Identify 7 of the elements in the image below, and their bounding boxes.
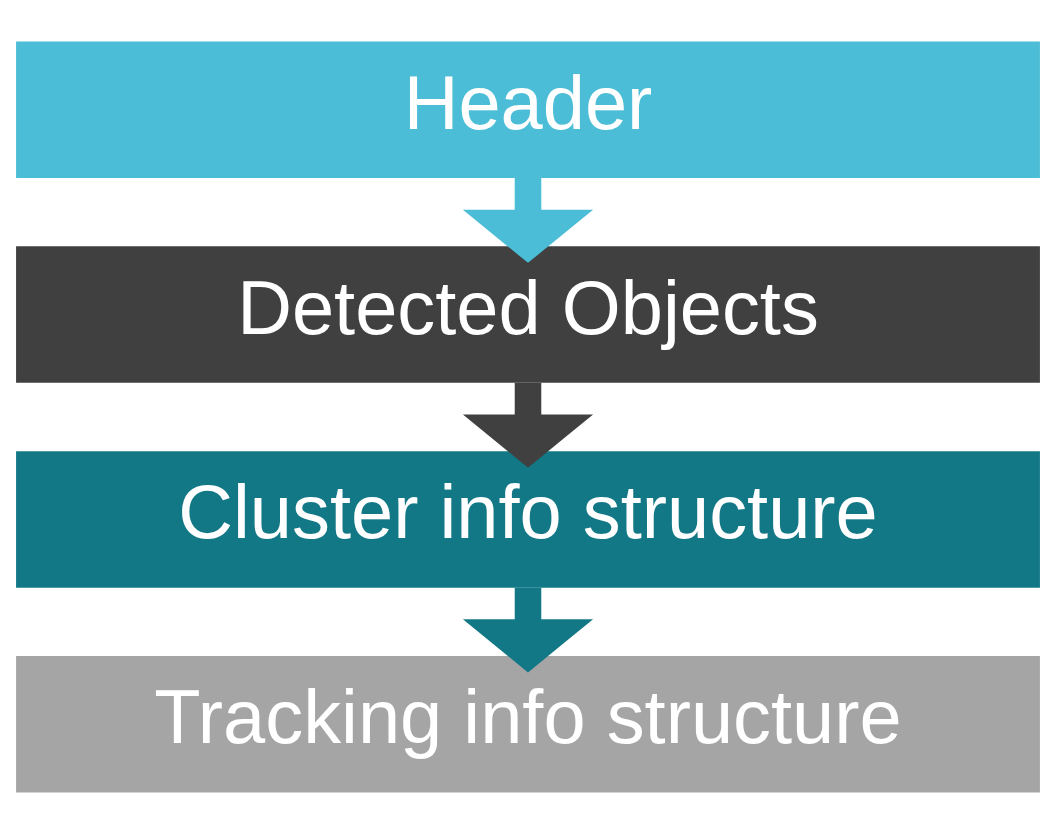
arrow (462, 587, 594, 672)
arrow (462, 177, 594, 263)
arrow (462, 382, 594, 468)
node-box: Detected Objects (16, 245, 1040, 383)
node-box: Header (16, 41, 1040, 178)
node-box: Cluster info structure (16, 450, 1040, 588)
node-box: Tracking info structure (16, 655, 1040, 792)
